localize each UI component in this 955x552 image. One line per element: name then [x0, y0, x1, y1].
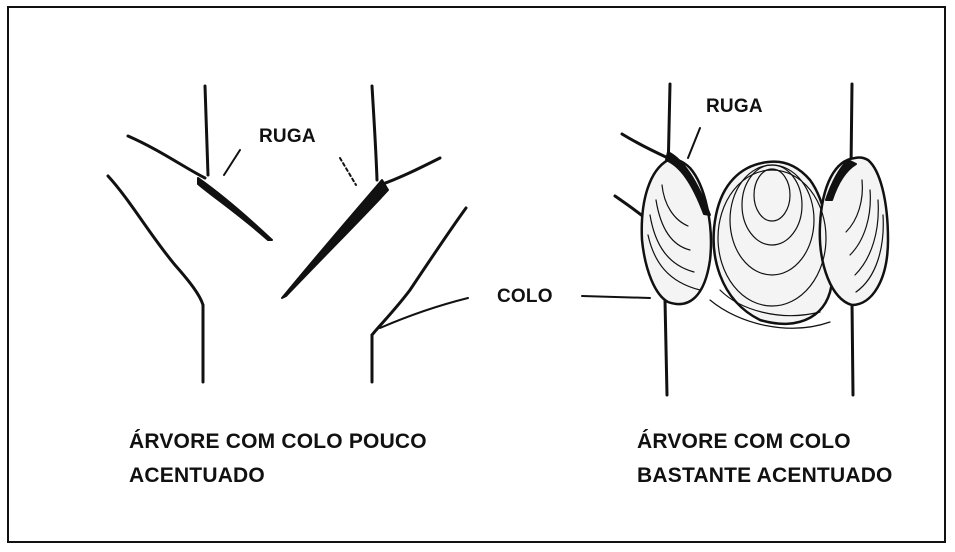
collar-swelling-left: [642, 159, 711, 304]
collar-swelling-right: [820, 157, 888, 305]
left-tree-branch-edge: [128, 136, 205, 178]
ruga-label-left: RUGA: [259, 126, 316, 148]
right-ruga-arrow: [688, 128, 700, 158]
left-caption: ÁRVORE COM COLO POUCO ACENTUADO: [129, 425, 427, 493]
left-caption-line1: ÁRVORE COM COLO POUCO: [129, 425, 427, 459]
right-caption-line1: ÁRVORE COM COLO: [637, 425, 893, 459]
left-tree-outer-edge: [108, 176, 203, 305]
colo-leader-left: [380, 298, 468, 328]
right-tree-trunk-right-low: [852, 302, 853, 395]
left-tree-branch-right: [380, 158, 440, 185]
right-tree-side-branch-1: [622, 134, 668, 158]
right-tree-trunk-left-low: [665, 300, 667, 395]
right-tree-trunk-right: [851, 84, 852, 168]
left-ruga-ridge-2: [282, 180, 388, 298]
ruga-label-right: RUGA: [706, 96, 763, 118]
left-ruga-arrow-2: [340, 158, 356, 185]
left-ruga-ridge-1: [198, 178, 272, 240]
right-caption-line2: BASTANTE ACENTUADO: [637, 459, 893, 493]
colo-label: COLO: [497, 286, 553, 308]
right-tree-side-branch-2: [615, 196, 645, 218]
right-tree-collar: [642, 157, 888, 323]
left-tree-stem-right: [372, 86, 377, 180]
left-ruga-arrow-1: [224, 150, 240, 175]
left-tree-right-edge: [372, 208, 466, 335]
left-caption-line2: ACENTUADO: [129, 459, 427, 493]
right-caption: ÁRVORE COM COLO BASTANTE ACENTUADO: [637, 425, 893, 493]
colo-leader-right: [582, 296, 650, 298]
left-tree-stem-left: [205, 86, 208, 175]
